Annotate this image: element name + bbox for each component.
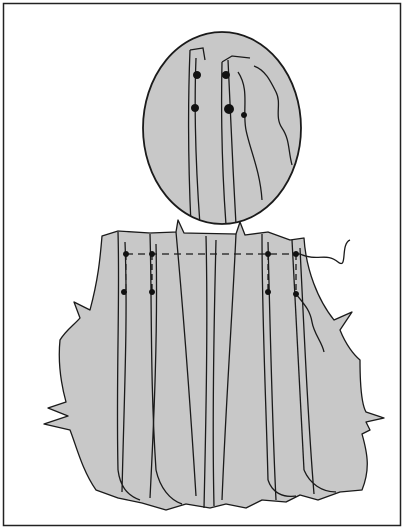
center-pleat-left xyxy=(175,231,197,497)
loose-thread-tail xyxy=(299,239,351,265)
hem-fold xyxy=(303,469,337,493)
detail-oval xyxy=(142,31,302,225)
dot-icon xyxy=(265,289,271,295)
dot-icon xyxy=(293,251,299,257)
dot-icon xyxy=(149,251,155,257)
pleat-line-left-4 xyxy=(149,243,158,499)
dot-icon xyxy=(149,289,155,295)
oval-fold-right xyxy=(220,61,227,224)
dot-icon xyxy=(241,112,247,118)
pleat-line-left-3 xyxy=(149,233,157,471)
hem-fold xyxy=(155,469,183,505)
oval-fold-top-right xyxy=(221,55,251,63)
dot-icon xyxy=(293,291,299,297)
loose-thread-tail xyxy=(253,65,293,166)
dot-icon xyxy=(191,104,199,112)
oval-fold-top-left xyxy=(189,47,206,61)
pleat-line-right-4 xyxy=(299,247,315,495)
center-pleat-right xyxy=(221,233,237,501)
pleat-markings xyxy=(121,251,299,297)
dot-icon xyxy=(265,251,271,257)
pleat-line-right-3 xyxy=(291,239,305,471)
oval-outline xyxy=(142,31,302,225)
oval-seam-wave xyxy=(237,71,263,201)
dot-icon xyxy=(193,71,201,79)
center-pleat-mid xyxy=(203,235,208,509)
center-pleat-mid2 xyxy=(212,239,217,507)
pleated-panel xyxy=(43,219,385,511)
loose-thread-tail xyxy=(295,293,325,353)
hem-fold xyxy=(267,479,297,498)
dot-icon xyxy=(123,251,129,257)
pleat-line-left-1 xyxy=(116,231,120,471)
pleat-line-left-2 xyxy=(121,241,127,493)
dot-icon xyxy=(121,289,127,295)
pleat-line-right-2 xyxy=(267,241,277,501)
oval-fold-left xyxy=(187,49,192,224)
dot-icon xyxy=(224,104,234,114)
dot-icon xyxy=(222,71,230,79)
hem-fold xyxy=(117,469,141,501)
pleat-line-right-1 xyxy=(261,233,269,481)
